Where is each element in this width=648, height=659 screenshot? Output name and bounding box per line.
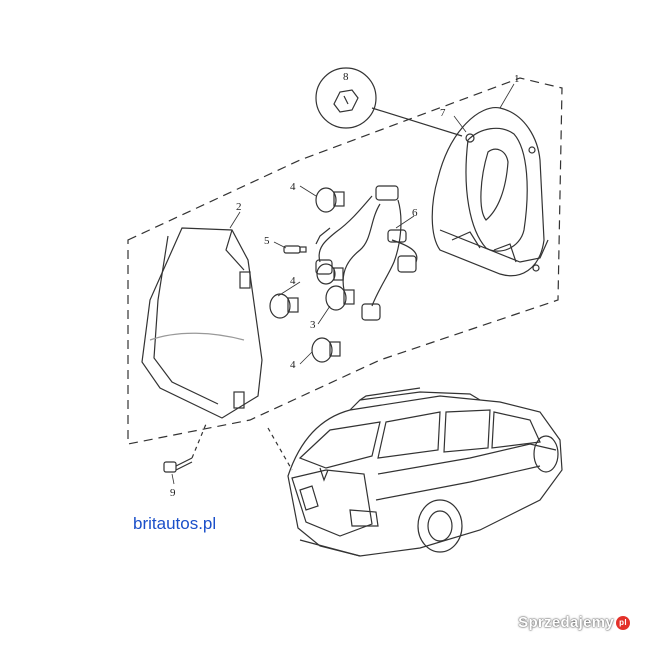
callout-4-middle: 4 bbox=[290, 275, 296, 287]
callout-4-upper: 4 bbox=[290, 181, 296, 193]
callout-2: 2 bbox=[236, 201, 242, 213]
callout-3: 3 bbox=[310, 319, 316, 331]
wiring-harness bbox=[315, 185, 418, 321]
wedge-bulb bbox=[283, 245, 307, 254]
location-pointer bbox=[267, 427, 293, 471]
leader-lines bbox=[171, 83, 515, 485]
clip-detail-circle bbox=[315, 67, 463, 137]
callout-labels: 1 2 3 4 4 4 5 6 7 8 9 bbox=[170, 71, 520, 499]
brand-watermark-text: Sprzedajemy bbox=[518, 614, 614, 631]
callout-1: 1 bbox=[514, 73, 520, 85]
callout-4-lower: 4 bbox=[290, 359, 296, 371]
bulb-lower bbox=[311, 337, 341, 363]
callout-8: 8 bbox=[343, 71, 349, 83]
bulb-mid-left bbox=[269, 293, 299, 319]
fixing-screw bbox=[163, 423, 207, 473]
tail-lamp-lens bbox=[141, 227, 263, 419]
callout-7: 7 bbox=[440, 107, 446, 119]
brand-logo-icon: pl bbox=[616, 616, 630, 631]
lamp-housing bbox=[431, 107, 549, 277]
bulb-upper bbox=[315, 187, 345, 213]
callout-6: 6 bbox=[412, 207, 418, 219]
callout-5: 5 bbox=[264, 235, 270, 247]
callout-9: 9 bbox=[170, 487, 176, 499]
car-illustration bbox=[287, 387, 563, 557]
assembly-boundary bbox=[127, 77, 563, 445]
site-watermark: britautos.pl bbox=[133, 514, 217, 533]
bulb-mid-right bbox=[325, 285, 355, 311]
